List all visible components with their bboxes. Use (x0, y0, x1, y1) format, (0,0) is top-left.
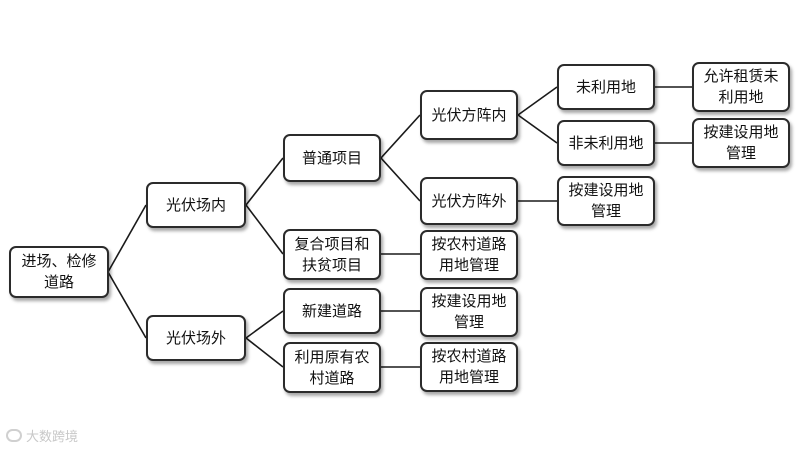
edge-ordinary-arrayout (380, 157, 421, 202)
node-unused-label: 未利用地 (575, 77, 636, 96)
node-new-road-label: 新建道路 (301, 301, 362, 320)
node-construction-mgmt-1-label: 按建设用地 管理 (703, 123, 779, 162)
node-unused: 未利用地 (557, 64, 655, 110)
node-construction-mgmt-2-label: 按建设用地 管理 (568, 181, 644, 220)
node-array-in: 光伏方阵内 (420, 90, 518, 140)
node-array-out-label: 光伏方阵外 (431, 191, 507, 210)
edge-arrayin-unused (517, 86, 558, 116)
node-rural-mgmt-2: 按农村道路 用地管理 (420, 342, 518, 392)
node-non-unused-label: 非未利用地 (568, 133, 644, 152)
node-ordinary-label: 普通项目 (301, 148, 362, 167)
edge-root-outside (107, 271, 147, 339)
node-existing-road-label: 利用原有农 村道路 (294, 347, 370, 387)
node-inside-label: 光伏场内 (165, 195, 226, 214)
node-construction-mgmt-2: 按建设用地 管理 (557, 176, 655, 226)
edge-outside-newroad (245, 310, 284, 339)
node-non-unused: 非未利用地 (557, 120, 655, 166)
node-existing-road: 利用原有农 村道路 (283, 342, 381, 393)
node-allow-lease-label: 允许租赁未 利用地 (703, 67, 779, 106)
edge-outside-existing (245, 337, 284, 368)
node-inside: 光伏场内 (146, 182, 246, 228)
node-outside: 光伏场外 (146, 315, 246, 361)
edge-inside-composite (245, 204, 284, 255)
edge-arrayin-nonunused (517, 114, 558, 144)
node-ordinary: 普通项目 (283, 134, 381, 182)
node-rural-mgmt-1-label: 按农村道路 用地管理 (431, 235, 507, 274)
node-construction-mgmt-3: 按建设用地 管理 (420, 287, 518, 337)
node-rural-mgmt-1: 按农村道路 用地管理 (420, 230, 518, 280)
edge-inside-ordinary (245, 157, 284, 206)
node-new-road: 新建道路 (283, 288, 381, 334)
node-composite: 复合项目和 扶贫项目 (283, 229, 381, 280)
edge-ordinary-arrayin (380, 114, 421, 159)
node-composite-label: 复合项目和 扶贫项目 (294, 234, 370, 274)
node-array-in-label: 光伏方阵内 (431, 105, 507, 124)
watermark-logo-icon (6, 429, 22, 442)
node-allow-lease: 允许租赁未 利用地 (692, 62, 790, 112)
node-root-label: 进场、检修 道路 (21, 252, 97, 291)
watermark: 大数跨境 (6, 426, 78, 445)
node-rural-mgmt-2-label: 按农村道路 用地管理 (431, 347, 507, 386)
node-array-out: 光伏方阵外 (420, 177, 518, 225)
edge-root-inside (107, 204, 147, 273)
node-construction-mgmt-1: 按建设用地 管理 (692, 118, 790, 168)
node-construction-mgmt-3-label: 按建设用地 管理 (431, 292, 507, 331)
node-root: 进场、检修 道路 (9, 246, 109, 298)
watermark-text: 大数跨境 (26, 430, 79, 445)
node-outside-label: 光伏场外 (165, 328, 226, 347)
